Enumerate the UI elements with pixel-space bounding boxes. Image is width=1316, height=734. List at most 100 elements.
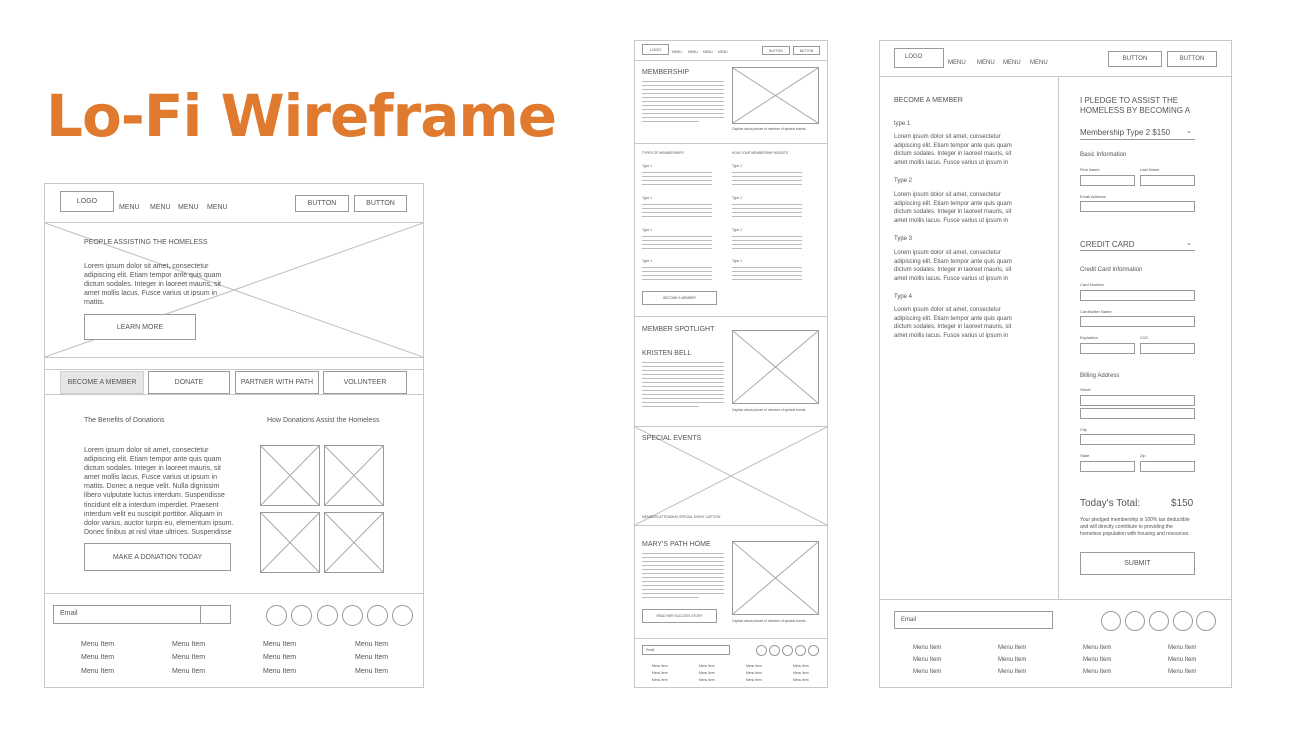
footer-menu-item[interactable]: Menu Item (699, 671, 715, 675)
zip-field[interactable] (1140, 461, 1195, 472)
nav-menu-1[interactable]: MENU (948, 60, 966, 66)
nav-menu-4[interactable]: MENU (207, 204, 228, 211)
logo[interactable]: LOGO (894, 48, 944, 68)
nav-menu-1[interactable]: MENU (119, 204, 140, 211)
social-icon[interactable] (1149, 611, 1169, 631)
nav-menu-3[interactable]: MENU (703, 50, 713, 54)
footer-menu-item[interactable]: Menu Item (652, 664, 668, 668)
footer-menu-item[interactable]: Menu Item (172, 641, 206, 648)
footer-menu-item[interactable]: Menu Item (1083, 645, 1112, 651)
nav-menu-1[interactable]: MENU (672, 50, 682, 54)
chevron-down-icon[interactable]: ⌄ (1186, 128, 1192, 135)
social-icon[interactable] (795, 645, 806, 656)
header-button-2[interactable]: BUTTON (354, 195, 407, 212)
nav-menu-3[interactable]: MENU (1003, 60, 1021, 66)
footer-menu-item[interactable]: Menu Item (699, 664, 715, 668)
footer-menu-item[interactable]: Menu Item (263, 654, 297, 661)
email-address-field[interactable] (1080, 201, 1195, 212)
footer-menu-item[interactable]: Menu Item (1168, 645, 1197, 651)
logo[interactable]: LOGO (642, 44, 669, 55)
footer-menu-item[interactable]: Menu Item (81, 641, 115, 648)
expiration-field[interactable] (1080, 343, 1135, 354)
social-icon[interactable] (756, 645, 767, 656)
footer-menu-item[interactable]: Menu Item (81, 668, 115, 675)
nav-menu-2[interactable]: MENU (977, 60, 995, 66)
footer-menu-item[interactable]: Menu Item (652, 671, 668, 675)
street-field-2[interactable] (1080, 408, 1195, 419)
social-icon[interactable] (782, 645, 793, 656)
footer-menu-item[interactable]: Menu Item (263, 668, 297, 675)
header-button-1[interactable]: BUTTON (295, 195, 349, 212)
street-field-1[interactable] (1080, 395, 1195, 406)
nav-menu-4[interactable]: MENU (718, 50, 728, 54)
footer-menu-item[interactable]: Menu Item (355, 641, 389, 648)
tab-become-member[interactable]: BECOME A MEMBER (60, 371, 144, 394)
footer-menu-item[interactable]: Menu Item (1083, 657, 1112, 663)
footer-menu-item[interactable]: Menu Item (81, 654, 115, 661)
social-icon[interactable] (1173, 611, 1193, 631)
footer-menu-item[interactable]: Menu Item (913, 645, 942, 651)
footer-menu-item[interactable]: Menu Item (913, 657, 942, 663)
footer-menu-item[interactable]: Menu Item (172, 668, 206, 675)
footer-menu-item[interactable]: Menu Item (1083, 669, 1112, 675)
cvc-field[interactable] (1140, 343, 1195, 354)
chevron-down-icon[interactable]: ⌄ (1186, 240, 1192, 247)
footer-menu-item[interactable]: Menu Item (793, 671, 809, 675)
header-button-1[interactable]: BUTTON (1108, 51, 1162, 67)
header-button-2[interactable]: BUTTON (1167, 51, 1217, 67)
nav-menu-2[interactable]: MENU (688, 50, 698, 54)
social-icon[interactable] (317, 605, 338, 626)
email-input[interactable]: Email (53, 605, 231, 624)
credit-card-select[interactable]: CREDIT CARD (1080, 240, 1135, 249)
footer-menu-item[interactable]: Menu Item (699, 678, 715, 682)
footer-menu-item[interactable]: Menu Item (998, 645, 1027, 651)
footer-menu-item[interactable]: Menu Item (746, 664, 762, 668)
social-icon[interactable] (266, 605, 287, 626)
footer-menu-item[interactable]: Menu Item (652, 678, 668, 682)
footer-menu-item[interactable]: Menu Item (355, 654, 389, 661)
nav-menu-3[interactable]: MENU (178, 204, 199, 211)
footer-menu-item[interactable]: Menu Item (998, 669, 1027, 675)
learn-more-button[interactable]: LEARN MORE (84, 314, 196, 340)
social-icon[interactable] (808, 645, 819, 656)
footer-menu-item[interactable]: Menu Item (355, 668, 389, 675)
header-button-1[interactable]: BUTTON (762, 46, 790, 55)
footer-menu-item[interactable]: Menu Item (913, 669, 942, 675)
social-icon[interactable] (1101, 611, 1121, 631)
state-field[interactable] (1080, 461, 1135, 472)
read-story-button[interactable]: READ HER SUCCESS STORY (642, 609, 717, 623)
footer-menu-item[interactable]: Menu Item (263, 641, 297, 648)
nav-menu-4[interactable]: MENU (1030, 60, 1048, 66)
membership-select[interactable]: Membership Type 2 $150 (1080, 128, 1171, 137)
first-name-field[interactable] (1080, 175, 1135, 186)
footer-menu-item[interactable]: Menu Item (172, 654, 206, 661)
footer-menu-item[interactable]: Menu Item (793, 664, 809, 668)
social-icon[interactable] (769, 645, 780, 656)
social-icon[interactable] (1196, 611, 1216, 631)
footer-menu-item[interactable]: Menu Item (746, 678, 762, 682)
social-icon[interactable] (1125, 611, 1145, 631)
footer-menu-item[interactable]: Menu Item (1168, 657, 1197, 663)
last-name-field[interactable] (1140, 175, 1195, 186)
email-input[interactable]: Email (894, 611, 1053, 629)
social-icon[interactable] (367, 605, 388, 626)
logo[interactable]: LOGO (60, 191, 114, 212)
make-donation-button[interactable]: MAKE A DONATION TODAY (84, 543, 231, 571)
social-icon[interactable] (392, 605, 413, 626)
tab-volunteer[interactable]: VOLUNTEER (323, 371, 407, 394)
social-icon[interactable] (291, 605, 312, 626)
card-number-field[interactable] (1080, 290, 1195, 301)
footer-menu-item[interactable]: Menu Item (793, 678, 809, 682)
cardholder-field[interactable] (1080, 316, 1195, 327)
social-icon[interactable] (342, 605, 363, 626)
submit-button[interactable]: SUBMIT (1080, 552, 1195, 575)
tab-partner[interactable]: PARTNER WITH PATH (235, 371, 319, 394)
become-member-button[interactable]: BECOME A MEMBER (642, 291, 717, 305)
nav-menu-2[interactable]: MENU (150, 204, 171, 211)
city-field[interactable] (1080, 434, 1195, 445)
header-button-2[interactable]: BUTTON (793, 46, 820, 55)
email-input[interactable]: Email (642, 645, 730, 655)
footer-menu-item[interactable]: Menu Item (998, 657, 1027, 663)
footer-menu-item[interactable]: Menu Item (1168, 669, 1197, 675)
footer-menu-item[interactable]: Menu Item (746, 671, 762, 675)
